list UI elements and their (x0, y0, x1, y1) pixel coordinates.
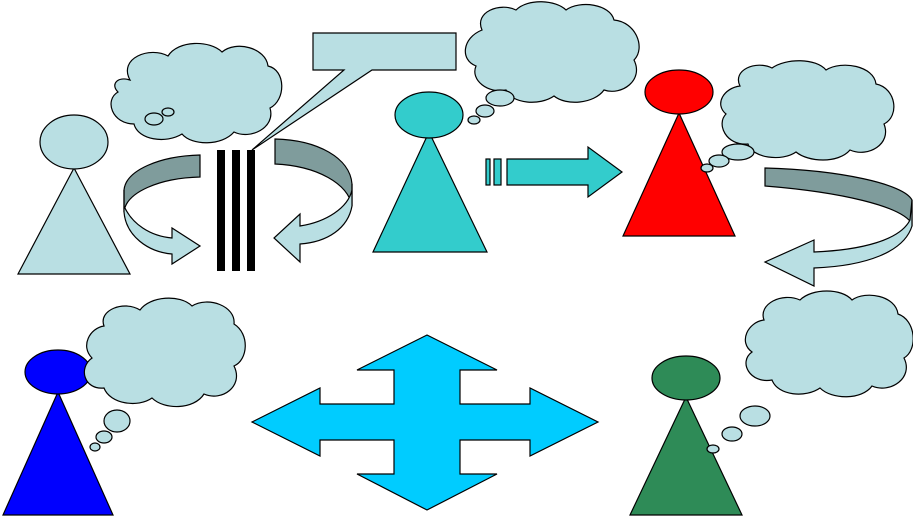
vertical-bars (217, 150, 255, 271)
speech-callout (251, 32, 457, 151)
thought-bubble-3c (700, 163, 714, 173)
thought-cloud-1 (110, 42, 283, 144)
curved-arrow-big (763, 167, 913, 287)
bar-2 (232, 150, 240, 271)
person-green-body (629, 395, 743, 516)
person-red (622, 69, 736, 237)
thought-cloud-3 (700, 60, 895, 173)
curved-arrow-left-band (123, 154, 201, 213)
curved-arrow-left-head (123, 190, 202, 266)
person-green-head (651, 355, 721, 401)
thought-bubble-4c (89, 442, 101, 452)
bar-3 (247, 150, 255, 271)
arrow-stripe-2 (493, 158, 502, 186)
person-light-blue-head (39, 114, 109, 170)
person-blue-head (24, 349, 92, 395)
person-green (629, 355, 743, 516)
thought-bubble-3a (721, 143, 755, 161)
four-way-arrow (250, 334, 600, 511)
person-light-blue (17, 114, 131, 275)
thought-cloud-2 (464, 1, 640, 125)
person-teal (372, 91, 488, 253)
thought-cloud-5 (706, 290, 913, 454)
arrow-body (506, 145, 624, 199)
striped-right-arrow (485, 145, 624, 199)
person-teal-body (372, 130, 488, 253)
curved-arrow-right-band (274, 138, 353, 207)
thought-bubble-1b (161, 107, 175, 117)
arrow-stripe-1 (485, 158, 491, 186)
curved-arrow-big-head (763, 199, 913, 287)
thought-bubble-3b (708, 154, 730, 168)
four-way-arrow-shape (250, 334, 600, 511)
thought-cloud-4 (83, 297, 246, 452)
thought-cloud-1-shape (110, 42, 283, 144)
thought-bubble-4b (95, 430, 113, 444)
thought-cloud-4-shape (83, 297, 246, 408)
person-light-blue-body (17, 166, 131, 275)
thought-cloud-3-shape (720, 60, 895, 161)
thought-bubble-2c (467, 115, 481, 125)
person-blue-body (2, 390, 114, 516)
person-blue (2, 349, 114, 516)
person-teal-head (394, 91, 464, 139)
speech-callout-shape (251, 32, 457, 151)
curved-arrow-left (123, 154, 202, 266)
thought-bubble-5a (739, 405, 771, 427)
curved-arrow-right (273, 138, 353, 264)
person-red-head (644, 69, 714, 115)
thought-cloud-5-shape (744, 290, 913, 398)
thought-bubble-5b (721, 426, 743, 442)
thought-bubble-5c (706, 444, 720, 454)
thought-bubble-4a (103, 409, 131, 433)
thought-cloud-2-shape (464, 1, 640, 103)
curved-arrow-right-head (273, 184, 353, 264)
curved-arrow-big-band (764, 167, 913, 227)
bar-1 (217, 150, 225, 271)
thought-bubble-2b (475, 104, 495, 118)
person-red-body (622, 111, 736, 237)
thought-bubble-2a (485, 89, 515, 107)
thought-bubble-1a (144, 112, 164, 126)
